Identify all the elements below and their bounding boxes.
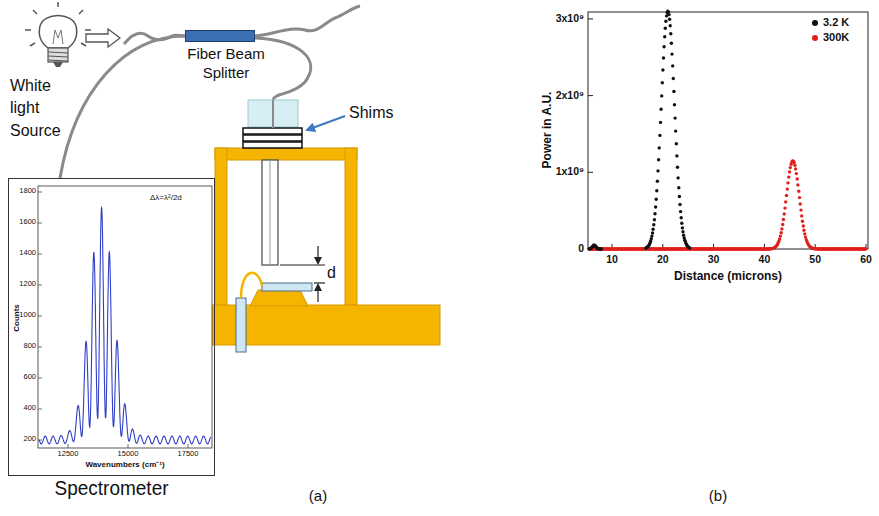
data-series-3k <box>587 10 691 251</box>
panel-label: (b) <box>709 487 727 504</box>
tick-label: 3x10⁹ <box>556 12 584 24</box>
legend-swatch <box>812 35 818 41</box>
plot-frame <box>588 12 868 249</box>
tick-label: 1200 <box>19 280 36 289</box>
fiber-connector <box>60 36 185 178</box>
leader-arrow <box>307 116 345 130</box>
splitter-body <box>185 30 255 42</box>
legend-swatch <box>812 20 818 26</box>
optical-fiber <box>272 100 274 128</box>
tick-label: 30 <box>708 253 720 265</box>
tick-label: 1600 <box>19 218 36 227</box>
tick-label: 1800 <box>19 187 36 196</box>
spectrum-frame <box>38 186 212 448</box>
panel-label: (a) <box>309 487 327 504</box>
tick-label: 2x10⁹ <box>556 89 584 101</box>
sample-housing <box>195 148 440 345</box>
fiber-core <box>270 160 271 265</box>
wire <box>241 273 262 298</box>
gap-marker <box>280 246 325 302</box>
tick-label: 0 <box>578 242 584 254</box>
optical-fiber <box>124 6 360 100</box>
tick-label: 12500 <box>58 450 79 459</box>
light-arrow <box>86 29 120 47</box>
tick-label: 600 <box>23 373 36 382</box>
tick-label: 800 <box>23 342 36 351</box>
spectrum-line <box>39 208 211 444</box>
spectrometer-box: Spectrometer <box>8 178 215 476</box>
feedthrough <box>236 298 246 352</box>
tick-label: 10 <box>606 253 618 265</box>
tick-label: 50 <box>809 253 821 265</box>
tick-label: 400 <box>23 404 36 413</box>
tick-label: 1400 <box>19 249 36 258</box>
fiber-window <box>248 100 298 127</box>
sample <box>262 283 312 291</box>
light-bulb <box>25 2 91 67</box>
data-series-300k <box>587 159 867 251</box>
fiber-ferrule <box>262 160 278 265</box>
formula: Δλ=λ²/2d <box>150 193 182 202</box>
tick-label: 60 <box>860 253 872 265</box>
node-label: Fiber Beam Splitter <box>178 45 274 83</box>
tick-label: 200 <box>23 435 36 444</box>
tick-label: 20 <box>657 253 669 265</box>
axis-title: Distance (microns) <box>674 270 782 284</box>
legend-text: 300K <box>823 31 849 44</box>
tick-label: 15000 <box>118 450 139 459</box>
tick-label: 1000 <box>19 311 36 320</box>
shim-plate <box>243 128 302 148</box>
node-label: Spectrometer <box>54 476 168 500</box>
tick-label: 40 <box>759 253 771 265</box>
axis-title: Wavenumbers (cm⁻¹) <box>85 460 164 469</box>
tick-label: 17500 <box>178 450 199 459</box>
tick-label: 1x10⁹ <box>556 165 584 177</box>
component-label: White light Source <box>10 75 72 142</box>
axis-title: Power in A.U. <box>541 92 555 169</box>
dimension-label: d <box>327 264 336 282</box>
component-label: Shims <box>349 104 393 122</box>
legend-text: 3.2 K <box>823 16 849 29</box>
